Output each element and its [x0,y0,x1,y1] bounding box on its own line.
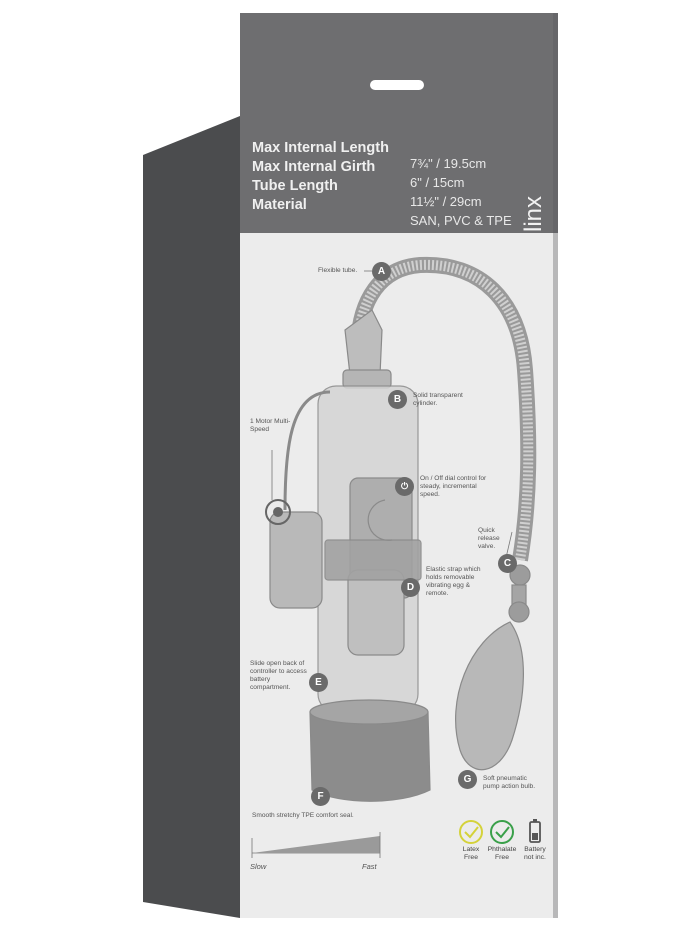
box-front-header [240,13,558,263]
spec-value-girth: 6" / 15cm [410,175,465,190]
callout-b-badge: B [388,390,407,409]
callout-a-badge: A [372,262,391,281]
callout-f-badge: F [311,787,330,806]
battery-label: Battery not inc. [524,846,546,861]
pump-illustration [265,256,537,802]
latex-free-label: Latex Free [462,846,480,861]
callout-e-badge: E [309,673,328,692]
callout-g-badge: G [458,770,477,789]
hanger-slot [370,80,424,90]
callout-b-text: Solid transparent cylinder. [413,392,463,407]
callout-power-text: On / Off dial control for steady, increm… [420,475,487,498]
callout-a-text: Flexible tube. [318,267,358,274]
callout-e-text: Slide open back of controller to access … [250,660,307,691]
box-side-panel [143,116,240,918]
callout-d-text: Elastic strap which holds removable vibr… [426,566,481,597]
spec-label-tube: Tube Length [252,178,338,194]
callout-g-text: Soft pneumatic pump action bulb. [483,775,536,790]
speed-scale [251,832,381,858]
spec-value-material: SAN, PVC & TPE [410,213,512,228]
phthalate-free-label: Phthalate Free [487,846,517,861]
callout-c-text: Quick release valve. [478,527,500,550]
callout-motor-text: 1 Motor Multi-Speed [250,418,291,433]
spec-value-tube: 11½" / 29cm [410,194,482,209]
spec-label-girth: Max Internal Girth [252,159,376,175]
callout-c-badge: C [498,554,517,573]
brand-logo: linx [520,195,547,232]
spec-label-length: Max Internal Length [252,140,389,156]
scale-fast-label: Fast [362,862,377,871]
phthalate-free-icon [490,820,514,844]
scale-slow-label: Slow [250,862,267,871]
callout-d-badge: D [401,578,420,597]
battery-icon [529,819,541,843]
power-icon-badge: ⏻ [395,477,414,496]
spec-label-material: Material [252,197,307,213]
spec-value-length: 7¾" / 19.5cm [410,156,487,171]
callout-f-text: Smooth stretchy TPE comfort seal. [252,812,354,819]
latex-free-icon [459,820,483,844]
